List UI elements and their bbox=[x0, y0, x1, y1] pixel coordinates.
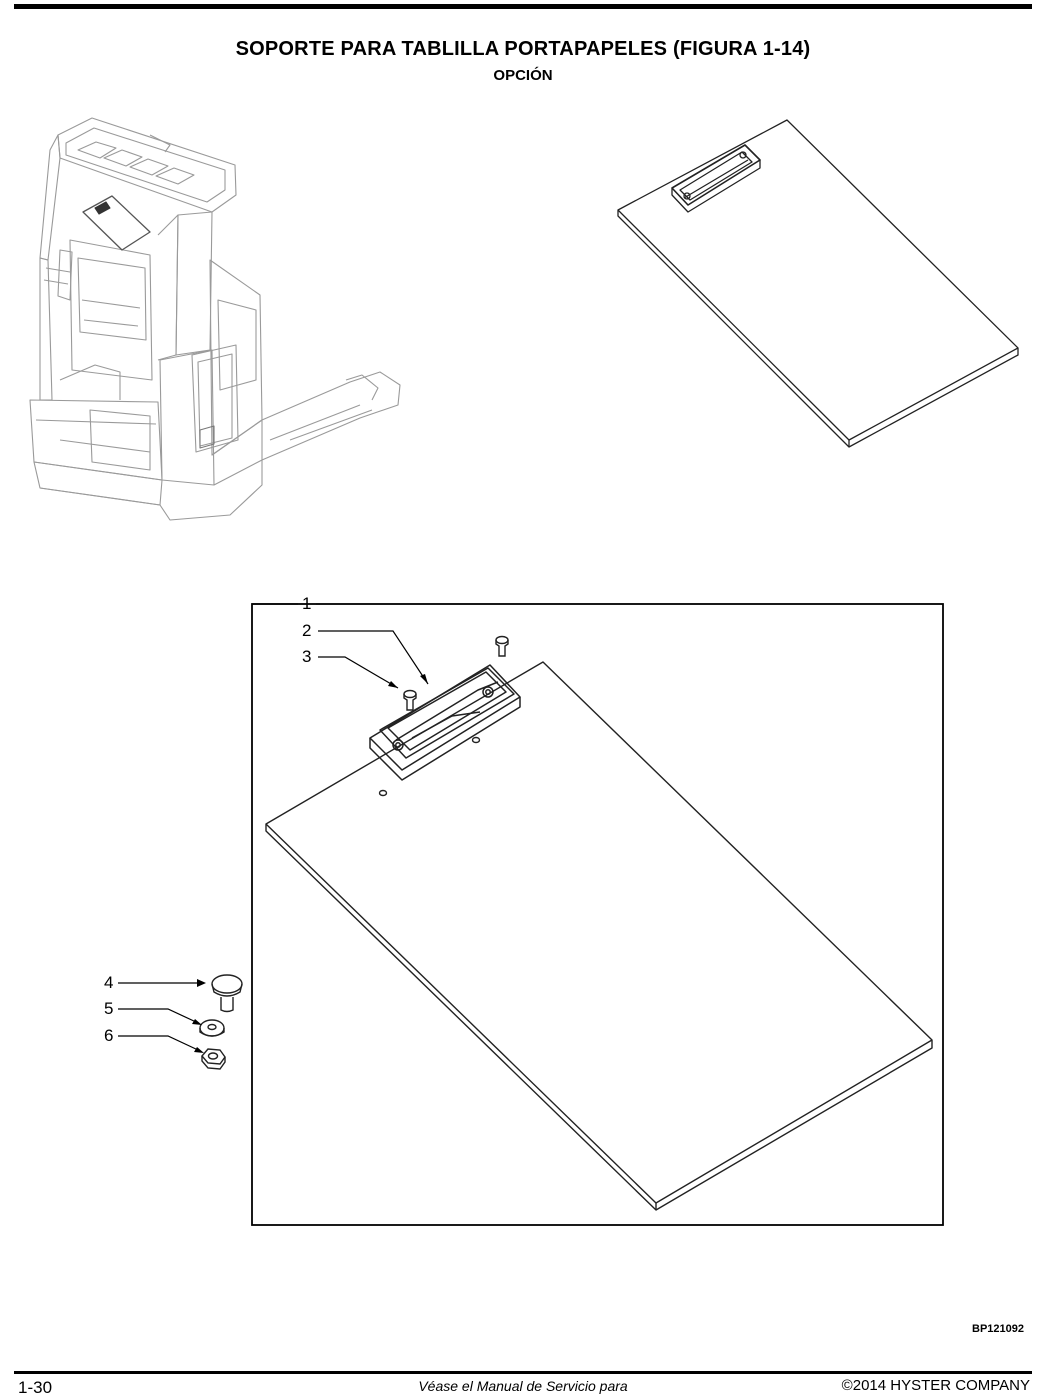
clipboard-isometric-drawing bbox=[617, 119, 1019, 448]
callout-6: 6 bbox=[104, 1026, 114, 1045]
exploded-view-frame bbox=[251, 603, 944, 1226]
truck-overview-drawing bbox=[29, 117, 401, 521]
callout-1: 1 bbox=[302, 594, 312, 613]
callout-5: 5 bbox=[104, 999, 114, 1018]
page-subtitle: OPCIÓN bbox=[493, 67, 553, 84]
nut-drawing bbox=[201, 1048, 226, 1070]
clipboard-board-drawing bbox=[265, 661, 933, 1211]
page-title: SOPORTE PARA TABLILLA PORTAPAPELES (FIGU… bbox=[235, 38, 811, 60]
figure-code: BP121092 bbox=[972, 1323, 1024, 1335]
footer-copyright: ©2014 HYSTER COMPANY bbox=[841, 1377, 1030, 1394]
footer-note: Véase el Manual de Servicio para bbox=[418, 1378, 628, 1394]
clip-assembly-drawing bbox=[369, 664, 521, 781]
callout-arrowheads bbox=[192, 674, 428, 1053]
callout-4: 4 bbox=[104, 973, 114, 992]
bottom-rule bbox=[14, 1371, 1032, 1374]
callout-3: 3 bbox=[302, 647, 312, 666]
page-number: 1-30 bbox=[18, 1378, 53, 1397]
top-rule bbox=[14, 4, 1032, 9]
screw-drawing bbox=[403, 635, 509, 711]
bolt-drawing bbox=[211, 974, 243, 1013]
washer-drawing bbox=[199, 1019, 225, 1037]
callout-2: 2 bbox=[302, 621, 312, 640]
callout-leaders bbox=[118, 603, 429, 1051]
